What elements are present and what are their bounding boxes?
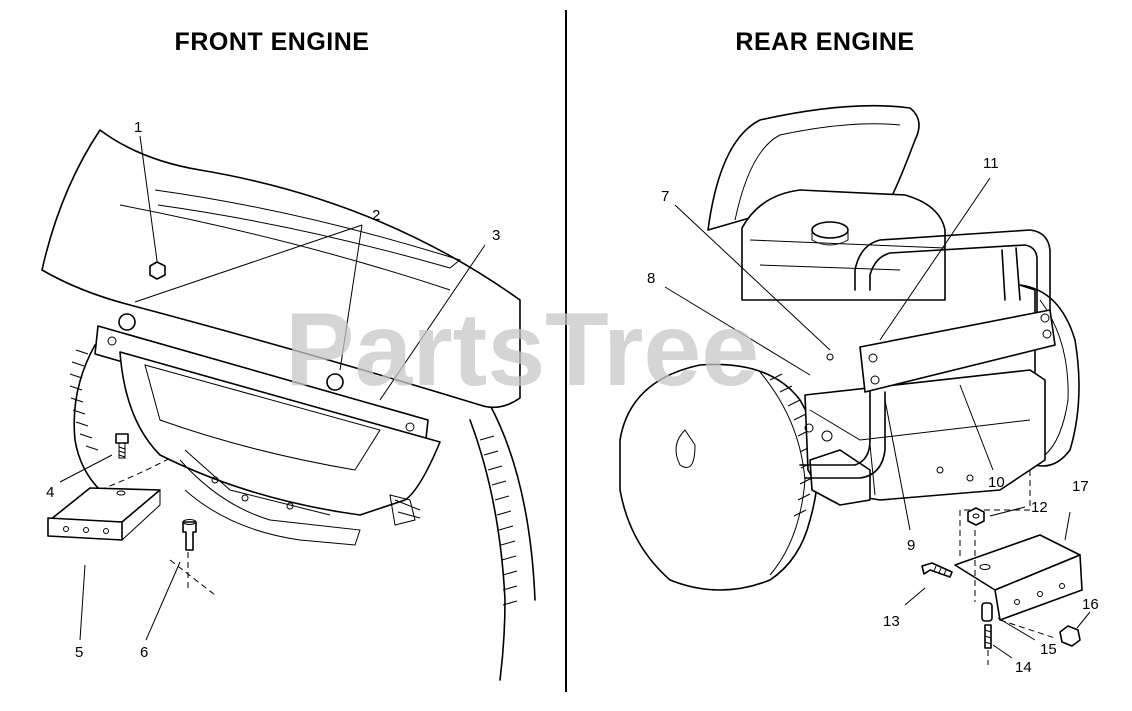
callout-14: 14 xyxy=(1015,659,1032,676)
exploded-hardware xyxy=(921,507,1081,665)
callout-3: 3 xyxy=(492,227,500,244)
callout-16: 16 xyxy=(1082,596,1099,613)
bolt-4 xyxy=(115,433,129,459)
spacer-pin-6 xyxy=(169,519,216,596)
callout-10: 10 xyxy=(988,474,1005,491)
callout-5: 5 xyxy=(75,644,83,661)
callout-1: 1 xyxy=(134,119,142,136)
rear-leader-lines xyxy=(664,177,1091,659)
callout-13: 13 xyxy=(883,613,900,630)
front-tire-left xyxy=(69,344,186,491)
front-underside xyxy=(179,459,421,546)
front-tire-right xyxy=(469,404,536,681)
callout-numbers: 1 2 3 4 5 6 7 8 9 10 11 12 13 14 15 16 1… xyxy=(46,119,1099,676)
engine-block xyxy=(741,189,946,301)
mounting-bracket-5 xyxy=(47,487,161,541)
bumper-tube xyxy=(799,229,1051,479)
callout-4: 4 xyxy=(46,484,54,501)
callout-6: 6 xyxy=(140,644,148,661)
watermark: PartsTree xyxy=(285,292,759,408)
hitch-plate xyxy=(804,309,1056,442)
rear-tire-left xyxy=(619,363,819,591)
callout-2: 2 xyxy=(372,207,380,224)
callout-17: 17 xyxy=(1072,478,1089,495)
nut-16 xyxy=(1059,625,1081,647)
callout-8: 8 xyxy=(647,270,655,287)
front-grille xyxy=(119,351,441,516)
rear-frame xyxy=(804,369,1046,506)
callout-11: 11 xyxy=(983,155,999,172)
spacer-15 xyxy=(981,602,993,622)
front-leader-lines xyxy=(59,135,486,641)
rear-engine-title: REAR ENGINE xyxy=(735,28,915,56)
hood xyxy=(41,129,521,409)
front-engine-drawing xyxy=(41,129,536,681)
bolt-13 xyxy=(921,562,953,578)
rear-tire-right xyxy=(1019,284,1080,467)
rear-engine-drawing xyxy=(619,104,1091,665)
callout-9: 9 xyxy=(907,537,915,554)
hitch-bracket-17 xyxy=(954,470,1083,621)
panel-divider xyxy=(565,10,567,692)
callout-7: 7 xyxy=(661,188,669,205)
nut-12 xyxy=(967,507,985,526)
front-engine-title: FRONT ENGINE xyxy=(174,28,370,56)
callout-12: 12 xyxy=(1031,499,1048,516)
callout-15: 15 xyxy=(1040,641,1057,658)
